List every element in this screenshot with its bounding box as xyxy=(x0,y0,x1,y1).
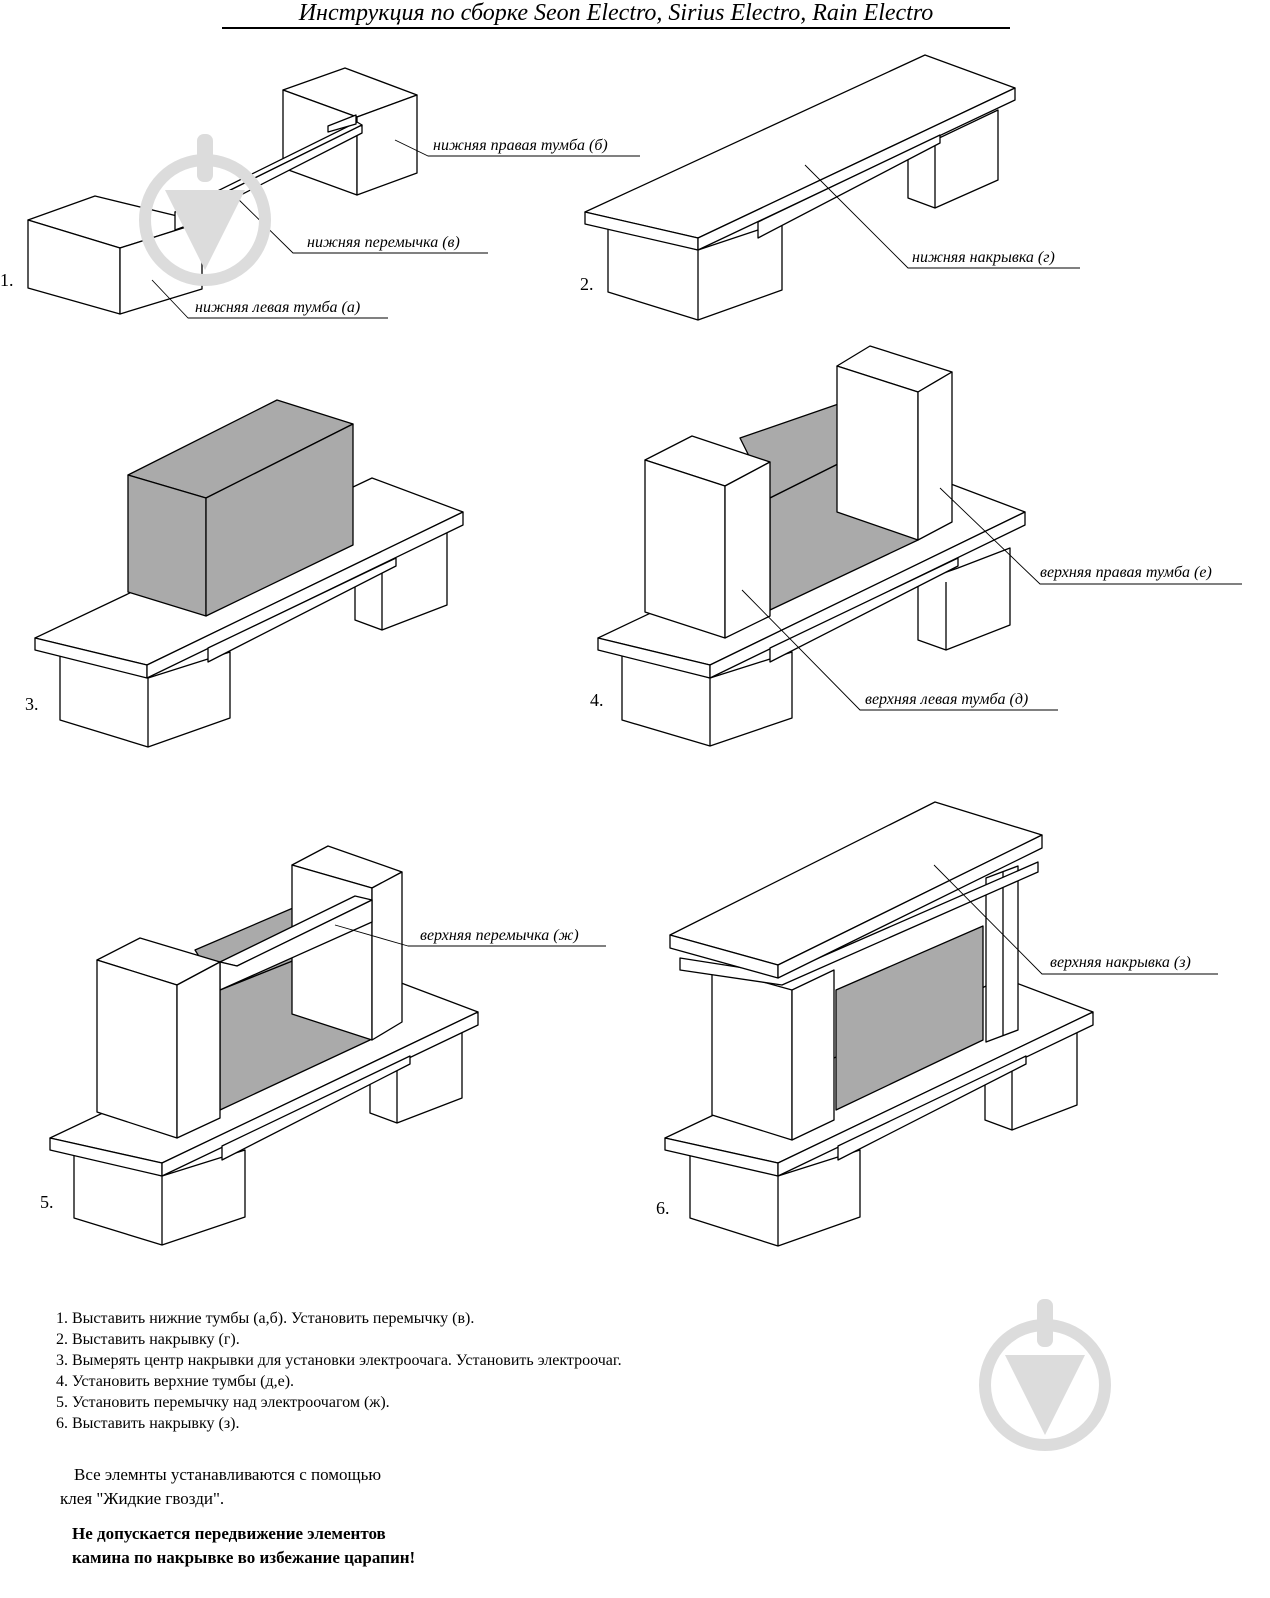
figure-number: 1. xyxy=(0,270,14,290)
electric-firebox xyxy=(127,399,354,617)
figure-number: 3. xyxy=(25,694,39,714)
upper-jumper-zh xyxy=(219,895,373,991)
leader-line xyxy=(939,487,1242,585)
upper-top-board-z xyxy=(669,801,1043,986)
upper-left-cabinet xyxy=(96,937,221,1139)
upper-left-cabinet-d xyxy=(644,435,771,639)
figure-number: 6. xyxy=(656,1198,670,1218)
figure-2: нижняя накрывка (г) 2. xyxy=(580,54,1080,321)
figure-label: нижняя перемычка (в) xyxy=(307,234,460,251)
warning-line: Не допускается передвижение элементов xyxy=(72,1524,386,1543)
lower-right-cabinet xyxy=(984,1027,1078,1131)
step-item: 1. Выставить нижние тумбы (а,б). Установ… xyxy=(56,1310,475,1327)
page-title: Инструкция по сборке Seon Electro, Siriu… xyxy=(222,0,1010,29)
step-item: 3. Вымерять центр накрывки для установки… xyxy=(56,1352,622,1369)
figure-label: верхняя накрывка (з) xyxy=(1050,954,1191,971)
assembly-steps: 1. Выставить нижние тумбы (а,б). Установ… xyxy=(56,1308,622,1434)
upper-left-cabinet xyxy=(711,967,835,1141)
figure-label: нижняя правая тумба (б) xyxy=(433,137,608,154)
figure-label: верхняя перемычка (ж) xyxy=(420,927,579,944)
figure-4: верхняя правая тумба (е) верхняя левая т… xyxy=(590,345,1242,747)
electric-firebox xyxy=(835,925,984,1111)
warning-note: Не допускается передвижение элементов ка… xyxy=(72,1522,415,1570)
assembly-drawing: нижняя правая тумба (б) нижняя перемычка… xyxy=(0,54,1242,1247)
watermark-logo xyxy=(139,134,271,286)
figure-label: нижняя накрывка (г) xyxy=(912,249,1055,266)
figure-number: 5. xyxy=(40,1192,54,1212)
figure-number: 4. xyxy=(590,690,604,710)
leader-line xyxy=(933,864,1218,975)
warning-line: камина по накрывке во избежание царапин! xyxy=(72,1548,416,1567)
figure-3: 3. xyxy=(25,399,464,748)
leader-line xyxy=(151,279,388,319)
leader-line xyxy=(804,164,1080,269)
upper-right-cabinet-e xyxy=(836,345,953,541)
step-item: 4. Установить верхние тумбы (д,е). xyxy=(56,1373,295,1390)
leader-line xyxy=(741,589,1058,711)
lower-right-cabinet xyxy=(917,547,1011,651)
figure-label: верхняя правая тумба (е) xyxy=(1040,564,1212,581)
watermark-logo xyxy=(979,1299,1111,1451)
step-item: 6. Выставить накрывку (з). xyxy=(56,1415,240,1432)
figure-label: верхняя левая тумба (д) xyxy=(865,691,1028,708)
leader-line xyxy=(394,139,640,157)
leader-line xyxy=(334,924,606,947)
figure-label: нижняя левая тумба (а) xyxy=(195,299,360,316)
figure-6: верхняя накрывка (з) 6. xyxy=(656,801,1218,1247)
figure-number: 2. xyxy=(580,274,594,294)
figure-1: нижняя правая тумба (б) нижняя перемычка… xyxy=(0,67,640,319)
leader-line xyxy=(231,192,488,254)
note-line: Все элемнты устанавливаются с помощью xyxy=(74,1465,382,1484)
figure-5: верхняя перемычка (ж) 5. xyxy=(40,845,606,1246)
upper-right-cabinet xyxy=(985,865,1019,1043)
lower-left-cabinet xyxy=(607,221,783,321)
lower-top-board-g xyxy=(584,54,1016,251)
note-line: клея "Жидкие гвозди". xyxy=(60,1489,225,1508)
step-item: 5. Установить перемычку над электроочаго… xyxy=(56,1394,390,1411)
glue-note: Все элемнты устанавливаются с помощью кл… xyxy=(60,1463,381,1511)
step-item: 2. Выставить накрывку (г). xyxy=(56,1331,240,1348)
